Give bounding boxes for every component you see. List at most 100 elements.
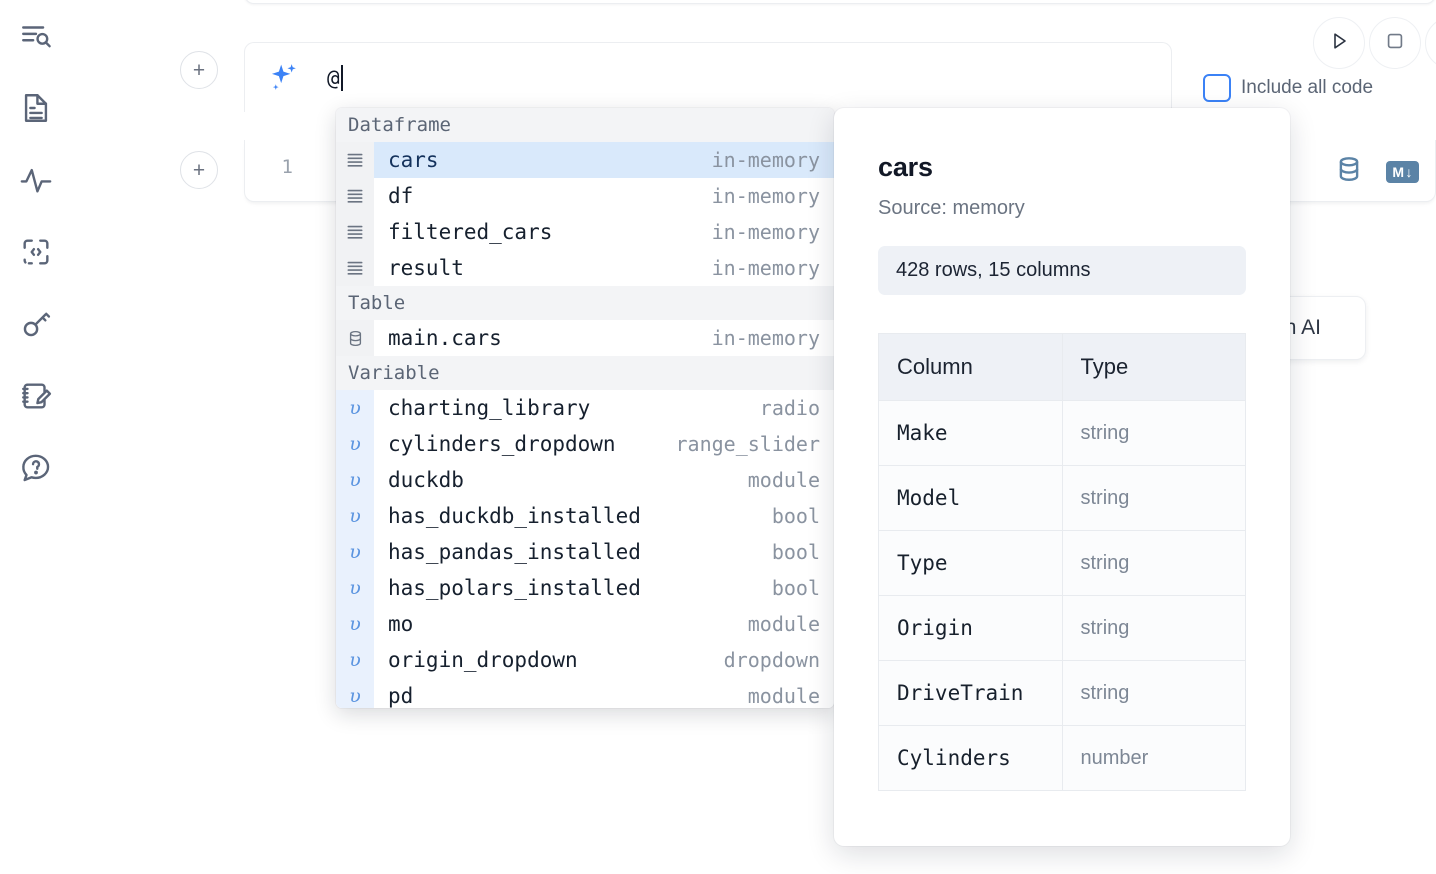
info-panel-title: cars — [878, 152, 933, 182]
add-cell-button-below[interactable]: + — [180, 151, 218, 189]
autocomplete-item-type: bool — [771, 540, 820, 564]
autocomplete-item-type: module — [747, 612, 820, 636]
sidebar-item-scratchpad[interactable] — [12, 372, 60, 420]
variable-icon: υ — [336, 570, 374, 606]
dataframe-icon — [336, 214, 374, 250]
schema-column-name: Origin — [878, 595, 1063, 661]
autocomplete-item[interactable]: result in-memory — [336, 250, 834, 286]
variable-icon: υ — [336, 426, 374, 462]
text-cursor — [340, 64, 343, 91]
autocomplete-item-name: filtered_cars — [388, 220, 553, 244]
plus-icon: + — [192, 58, 206, 82]
autocomplete-item-name: cylinders_dropdown — [388, 432, 616, 456]
schema-table-header-cell: Column — [878, 333, 1063, 401]
sidebar-item-notebook[interactable] — [12, 84, 60, 132]
schema-column-name: Model — [878, 465, 1063, 531]
stop-button[interactable] — [1369, 17, 1421, 69]
stop-square-icon — [1384, 30, 1406, 57]
schema-column-type: string — [1061, 400, 1246, 466]
autocomplete-item-type: in-memory — [711, 256, 820, 280]
schema-column-name: Make — [878, 400, 1063, 466]
schema-column-name: DriveTrain — [878, 660, 1063, 726]
include-all-code-checkbox[interactable] — [1203, 74, 1231, 102]
autocomplete-item-name: duckdb — [388, 468, 464, 492]
schema-column-type: string — [1061, 595, 1246, 661]
explore-icon — [19, 19, 53, 53]
key-icon — [19, 307, 53, 341]
markdown-icon[interactable]: M↓ — [1386, 160, 1419, 183]
cell-icon-group: M↓ — [1334, 154, 1419, 189]
sidebar-item-secrets[interactable] — [12, 300, 60, 348]
autocomplete-item-type: range_slider — [675, 432, 821, 456]
run-button[interactable] — [1313, 17, 1365, 69]
database-icon[interactable] — [1334, 154, 1364, 189]
left-sidebar — [0, 0, 72, 874]
variable-icon: υ — [336, 462, 374, 498]
plus-icon: + — [192, 158, 206, 182]
ai-prompt-input[interactable]: @ — [327, 64, 343, 91]
schema-table-header-cell: Type — [1061, 333, 1246, 401]
schema-column-type: string — [1061, 530, 1246, 596]
code-icon — [19, 235, 53, 269]
autocomplete-item-name: result — [388, 256, 464, 280]
include-all-code-row[interactable]: Include all code — [1203, 74, 1373, 102]
autocomplete-group-header: Dataframe — [336, 108, 834, 142]
dataframe-icon — [336, 142, 374, 178]
generate-with-ai-label: h AI — [1284, 316, 1321, 339]
autocomplete-item-type: module — [747, 468, 820, 492]
autocomplete-item-type: module — [747, 684, 820, 708]
sidebar-item-snippets[interactable] — [12, 228, 60, 276]
schema-column-type: string — [1061, 465, 1246, 531]
autocomplete-group-header: Table — [336, 286, 834, 320]
add-cell-button-above[interactable]: + — [180, 51, 218, 89]
notepad-edit-icon — [19, 379, 53, 413]
variable-icon: υ — [336, 606, 374, 642]
activity-icon — [19, 163, 53, 197]
autocomplete-item-name: mo — [388, 612, 414, 636]
autocomplete-item[interactable]: υ has_pandas_installed bool — [336, 534, 834, 570]
info-panel-shape: 428 rows, 15 columns — [878, 246, 1246, 295]
variable-icon: υ — [336, 678, 374, 708]
sparkle-icon — [267, 61, 301, 95]
dataframe-icon — [336, 178, 374, 214]
sidebar-item-help[interactable] — [12, 444, 60, 492]
sidebar-item-activity[interactable] — [12, 156, 60, 204]
autocomplete-item-type: bool — [771, 576, 820, 600]
autocomplete-item-type: in-memory — [711, 184, 820, 208]
autocomplete-item-name: has_pandas_installed — [388, 540, 641, 564]
autocomplete-group-header: Variable — [336, 356, 834, 390]
autocomplete-item-name: pd — [388, 684, 414, 708]
variable-icon: υ — [336, 534, 374, 570]
ai-prompt-container[interactable]: @ — [244, 42, 1172, 112]
autocomplete-item-name: has_duckdb_installed — [388, 504, 641, 528]
autocomplete-item[interactable]: υ cylinders_dropdown range_slider — [336, 426, 834, 462]
autocomplete-item-name: has_polars_installed — [388, 576, 641, 600]
sidebar-item-explore[interactable] — [12, 12, 60, 60]
dataframe-icon — [336, 250, 374, 286]
include-all-code-label: Include all code — [1241, 77, 1374, 98]
more-actions-button[interactable] — [1425, 17, 1436, 69]
autocomplete-item[interactable]: υ has_polars_installed bool — [336, 570, 834, 606]
autocomplete-item-type: bool — [771, 504, 820, 528]
